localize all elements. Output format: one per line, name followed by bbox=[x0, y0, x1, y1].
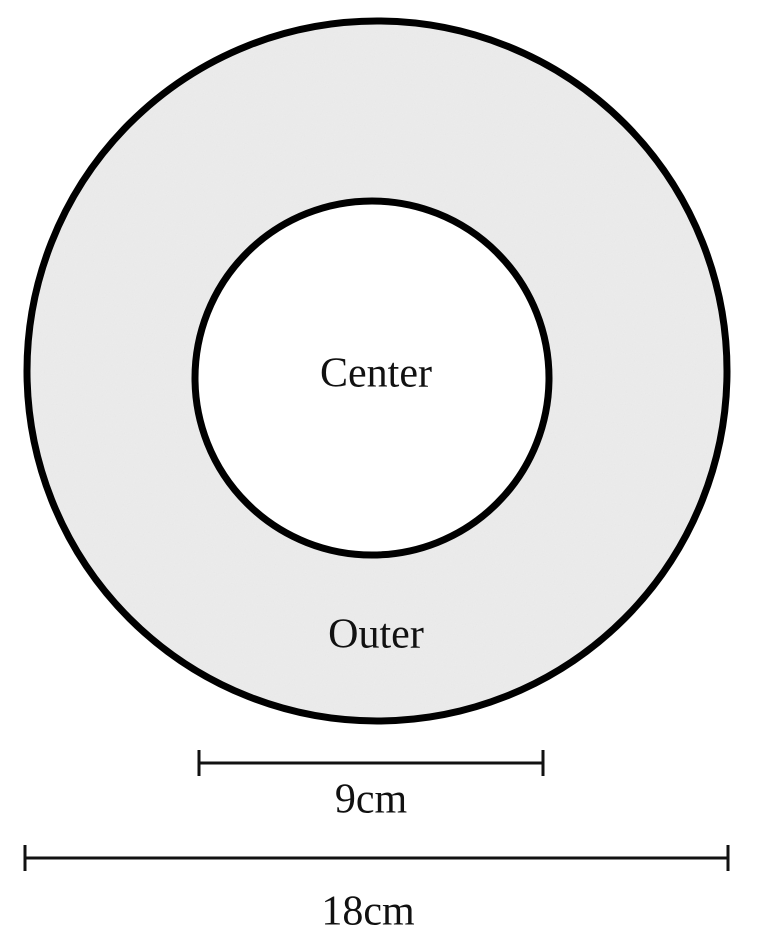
inner-dimension-label: 9cm bbox=[335, 777, 408, 823]
outer-dimension-label: 18cm bbox=[321, 889, 415, 935]
center-label: Center bbox=[320, 351, 432, 397]
inner-dimension-line bbox=[197, 750, 545, 776]
outer-label: Outer bbox=[328, 612, 424, 658]
outer-dimension-line bbox=[23, 845, 730, 871]
inner-circle bbox=[191, 197, 553, 559]
